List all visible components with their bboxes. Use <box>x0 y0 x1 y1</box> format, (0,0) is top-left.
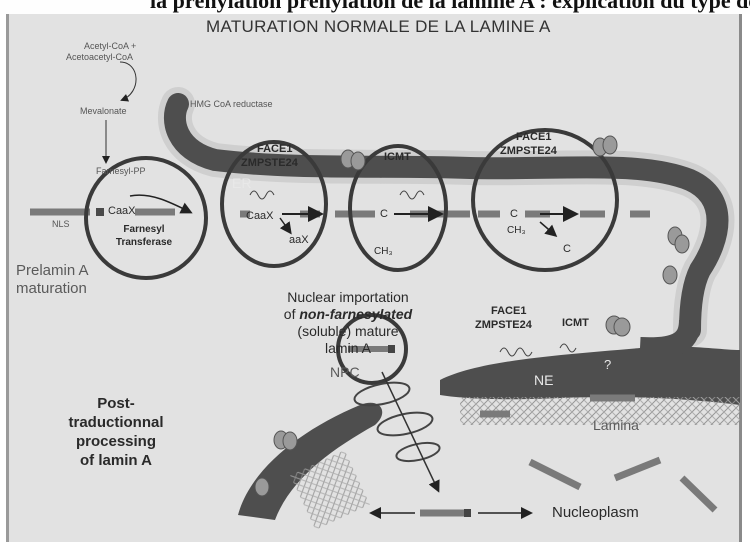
icmt-label-2: ICMT <box>562 317 589 329</box>
mevalonate-label: Mevalonate <box>80 107 127 117</box>
zmpste24-label-3: ZMPSTE24 <box>475 319 532 331</box>
diagram-title: MATURATION NORMALE DE LA LAMINE A <box>206 18 551 37</box>
farnesyl-pp-label: Farnesyl-PP <box>96 167 146 177</box>
post-line4: of lamin A <box>46 453 186 470</box>
nls-label: NLS <box>52 220 70 230</box>
question-mark: ? <box>604 358 611 372</box>
er-label: ER <box>232 176 251 191</box>
ne-label: NE <box>534 373 553 388</box>
step4-ch3-label: CH₃ <box>507 225 526 236</box>
import-line2: of non-farnesylated <box>268 307 428 322</box>
aax-label: aaX <box>289 234 309 246</box>
icmt-label-1: ICMT <box>384 151 411 163</box>
zmpste24-label-2: ZMPSTE24 <box>500 145 557 157</box>
zmpste24-label-1: ZMPSTE24 <box>241 157 298 169</box>
face1-label-3: FACE1 <box>491 305 526 317</box>
caax-label-2: CaaX <box>246 210 274 222</box>
face1-label-1: FACE1 <box>257 143 292 155</box>
hmg-coa-reductase-label: HMG CoA reductase <box>190 100 273 110</box>
farnesyl-transferase-line2: Transferase <box>106 237 182 248</box>
npc-ring-3 <box>395 440 441 465</box>
npc-ring-2 <box>376 408 435 439</box>
import-line1: Nuclear importation <box>268 290 428 305</box>
import-line3: (soluble) mature <box>268 324 428 339</box>
farnesyl-transferase-line1: Farnesyl <box>108 224 180 235</box>
caax-label-1: CaaX <box>108 205 136 217</box>
prelamin-line1: Prelamin A <box>16 263 89 280</box>
acetoacetyl-coa-label: Acetoacetyl-CoA <box>66 53 133 63</box>
acetyl-coa-label: Acetyl-CoA + <box>84 42 136 52</box>
icmt-c-label: C <box>380 208 388 220</box>
lamina-label: Lamina <box>593 418 639 433</box>
icmt-ch3-label: CH₃ <box>374 246 393 257</box>
step4-c-label: C <box>510 208 518 220</box>
face1-label-2: FACE1 <box>516 131 551 143</box>
step4-c2-label: C <box>563 243 571 255</box>
post-line1: Post- <box>46 396 186 413</box>
post-line2: traductionnal <box>46 415 186 432</box>
npc-label: NPC <box>330 365 360 380</box>
import-line4: lamin A <box>268 341 428 356</box>
prelamin-line2: maturation <box>16 281 87 298</box>
nucleoplasm-label: Nucleoplasm <box>552 505 639 522</box>
post-line3: processing <box>46 434 186 451</box>
